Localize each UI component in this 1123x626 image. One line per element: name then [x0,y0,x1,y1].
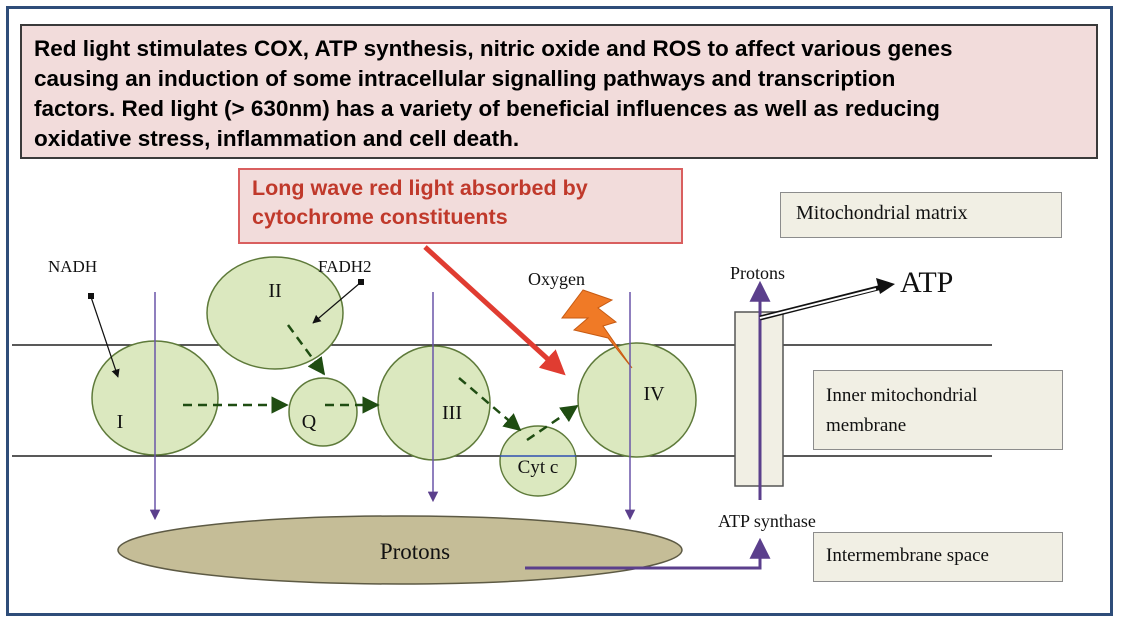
intermembrane-label: Intermembrane space [826,545,989,566]
cytochrome-c-label: Cyt c [518,457,559,478]
callout-line: cytochrome constituents [252,205,508,229]
summary-line: factors. Red light (> 630nm) has a varie… [34,96,940,121]
nadh-pointer-arrow [90,296,120,378]
fadh2-pointer-arrow [312,282,361,324]
ubiquinone-q [288,377,358,447]
complex-ii-label: II [268,280,281,302]
complex-ii [206,256,344,370]
protons-top-label: Protons [730,263,785,283]
proton-pool-label: Protons [380,539,450,564]
cytochrome-c [499,425,577,497]
proton-return-arrow [525,537,771,570]
callout-line: Long wave red light absorbed by [252,176,588,200]
inner-membrane-label-line: membrane [826,415,907,436]
nadh-label: NADH [48,257,97,276]
inner-membrane-label-line: Inner mitochondrial [826,385,978,406]
summary-line: oxidative stress, inflammation and cell … [34,126,520,151]
fadh2-pointer-dot [358,279,364,285]
atp-output-arrowhead [876,278,895,294]
lightning-bolt-icon [561,289,633,369]
atp-synthase-label: ATP synthase [718,511,816,531]
intermembrane-label-box: Intermembrane space [813,532,1063,582]
summary-line: Red light stimulates COX, ATP synthesis,… [34,36,953,61]
complex-iii-label: III [442,402,462,424]
ubiquinone-q-label: Q [302,411,317,433]
inner-membrane-label-box: Inner mitochondrial membrane [813,370,1063,450]
complex-iii [377,345,491,461]
oxygen-label: Oxygen [528,269,585,289]
red-light-callout: Long wave red light absorbed by cytochro… [238,168,683,244]
electron-path-ii-to-q [286,324,326,376]
summary-line: causing an induction of some intracellul… [34,66,896,91]
fadh2-label: FADH2 [318,257,372,276]
atp-label: ATP [900,266,953,299]
complex-i-label: I [117,411,124,433]
matrix-label: Mitochondrial matrix [796,202,968,224]
complex-iv [577,342,697,458]
red-light-arrow [423,245,566,376]
summary-text-box: Red light stimulates COX, ATP synthesis,… [20,24,1098,159]
atp-output-arrow-inner [759,288,877,319]
matrix-label-box: Mitochondrial matrix [780,192,1062,238]
nadh-pointer-dot [88,293,94,299]
electron-path-iii-to-cytc [458,377,522,432]
complex-iv-label: IV [643,383,665,405]
electron-path-cytc-to-iv [526,404,579,442]
